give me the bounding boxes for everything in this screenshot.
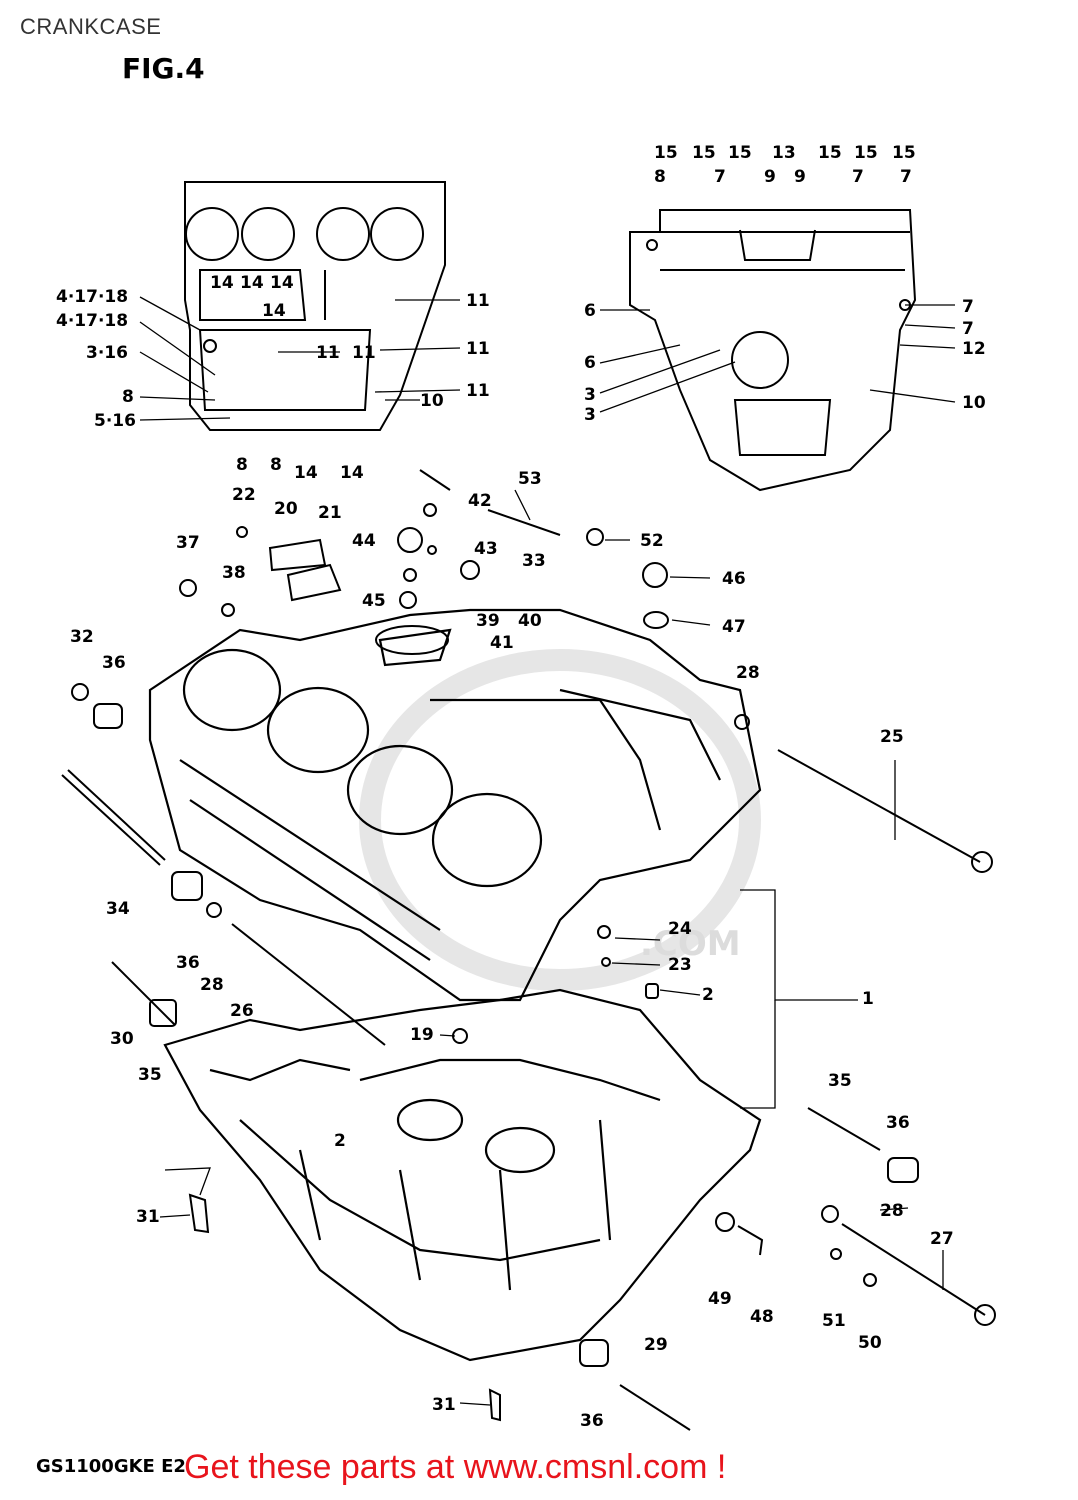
callout: 8 [122,387,134,407]
callout: 11 [466,291,490,311]
watermark: .COM [359,649,761,991]
callout: 42 [468,491,492,511]
callout: 36 [886,1113,910,1133]
part-callouts: 4·17·18 4·17·18 3·16 8 5·16 14 14 14 14 … [56,143,986,1431]
callout: 48 [750,1307,774,1327]
callout: 2 [702,985,714,1005]
callout: 44 [352,531,376,551]
callout: 15 [654,143,678,163]
callout: 35 [138,1065,162,1085]
figure-label: FIG.4 [122,52,205,85]
callout: 14 [262,301,286,321]
page-title: CRANKCASE [20,14,162,39]
callout: 8 [270,455,282,475]
callout: 25 [880,727,904,747]
callout: 14 [210,273,234,293]
callout: 32 [70,627,94,647]
callout: 9 [764,167,776,187]
watermark-text: .COM [640,924,741,964]
callout: 7 [852,167,864,187]
callout: 14 [270,273,294,293]
callout: 46 [722,569,746,589]
callout: 4·17·18 [56,311,128,331]
callout: 10 [420,391,444,411]
callout: 9 [794,167,806,187]
callout: 15 [692,143,716,163]
callout: 27 [930,1229,954,1249]
callout: 40 [518,611,542,631]
callout: 15 [892,143,916,163]
callout: 3 [584,405,596,425]
callout: 28 [200,975,224,995]
callout: 34 [106,899,130,919]
callout: 7 [714,167,726,187]
callout: 45 [362,591,386,611]
callout: 50 [858,1333,882,1353]
lower-crankcase-half [163,988,762,1362]
callout: 43 [474,539,498,559]
callout: 2 [334,1131,346,1151]
callout: 28 [736,663,760,683]
callout: 7 [962,297,974,317]
callout: 11 [466,339,490,359]
callout: 36 [580,1411,604,1431]
callout: 53 [518,469,542,489]
callout: 6 [584,301,596,321]
callout: 11 [316,343,340,363]
callout: 33 [522,551,546,571]
callout: 12 [962,339,986,359]
callout: 13 [772,143,796,163]
callout: 23 [668,955,692,975]
callout: 15 [818,143,842,163]
callout: 28 [880,1201,904,1221]
callout: 24 [668,919,692,939]
callout: 36 [176,953,200,973]
callout: 4·17·18 [56,287,128,307]
callout: 7 [900,167,912,187]
model-code: GS1100GKE E2 [36,1456,186,1477]
callout: 11 [352,343,376,363]
callout: 41 [490,633,514,653]
callout: 30 [110,1029,134,1049]
callout: 19 [410,1025,434,1045]
callout: 38 [222,563,246,583]
callout: 14 [340,463,364,483]
callout: 11 [466,381,490,401]
callout: 49 [708,1289,732,1309]
upper-crankcase-half [148,608,762,1002]
callout: 3·16 [86,343,128,363]
callout: 36 [102,653,126,673]
upper-crankcase-bottom-view [629,209,917,492]
callout: 20 [274,499,298,519]
callout: 21 [318,503,342,523]
upper-crankcase-top-view [184,181,446,431]
callout: 6 [584,353,596,373]
callout: 39 [476,611,500,631]
callout: 14 [294,463,318,483]
callout: 31 [136,1207,160,1227]
callout: 8 [654,167,666,187]
callout: 1 [862,989,874,1009]
callout: 47 [722,617,746,637]
callout: 31 [432,1395,456,1415]
callout: 3 [584,385,596,405]
promo-link[interactable]: Get these parts at www.cmsnl.com ! [184,1448,727,1486]
small-parts [61,469,996,1431]
callout: 7 [962,319,974,339]
callout: 14 [240,273,264,293]
callout: 29 [644,1335,668,1355]
callout: 8 [236,455,248,475]
callout: 26 [230,1001,254,1021]
callout: 52 [640,531,664,551]
callout: 51 [822,1311,846,1331]
leader-lines [139,296,956,1406]
callout: 22 [232,485,256,505]
callout: 15 [854,143,878,163]
callout: 35 [828,1071,852,1091]
callout: 10 [962,393,986,413]
callout: 5·16 [94,411,136,431]
callout: 15 [728,143,752,163]
callout: 37 [176,533,200,553]
